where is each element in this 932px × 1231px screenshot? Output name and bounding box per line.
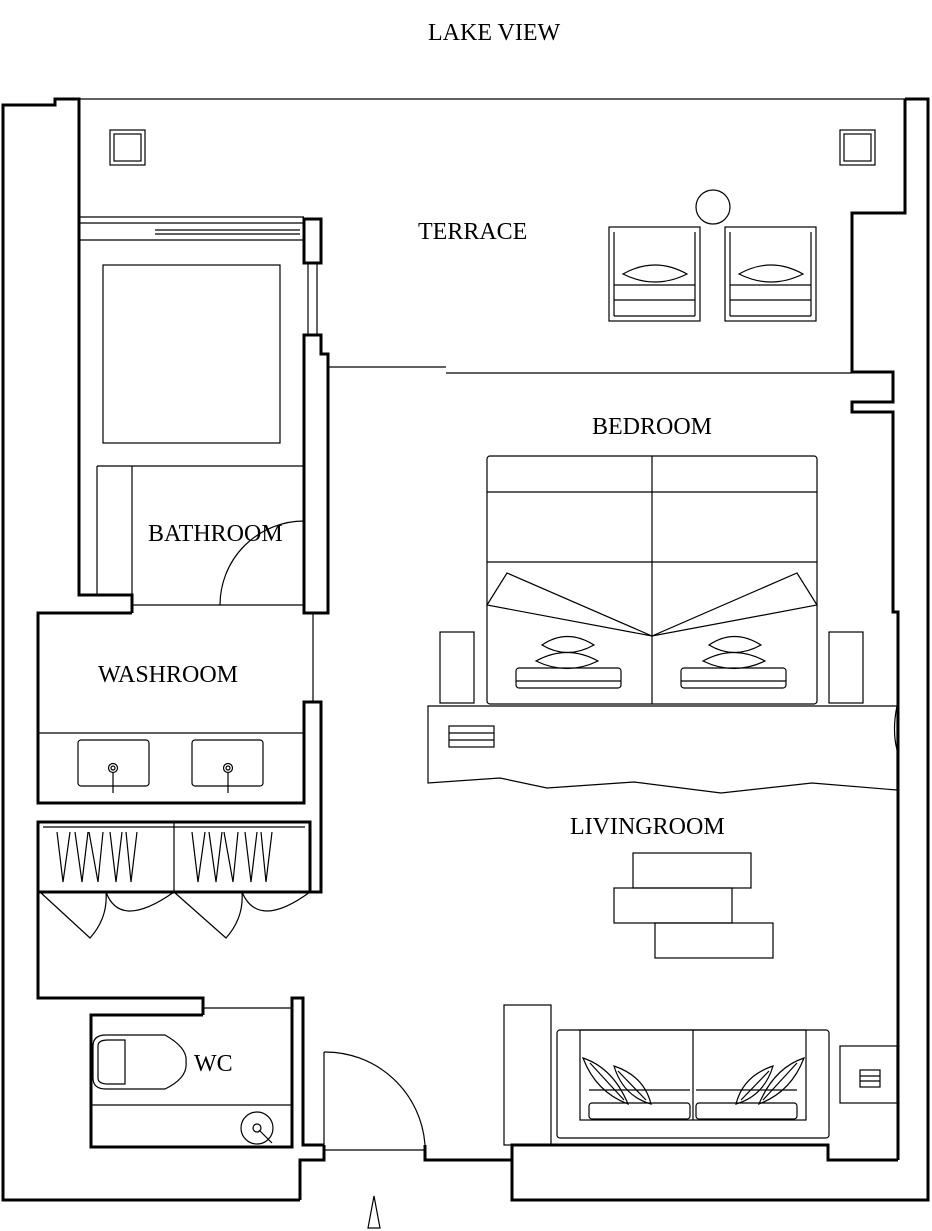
- bathroom-door: [219, 520, 305, 606]
- closet-bottom-wall: [36, 892, 205, 1015]
- washroom-sink-left: [77, 739, 150, 793]
- bedroom-label: BEDROOM: [592, 414, 712, 440]
- wardrobe: [36, 820, 312, 939]
- sofa-side-table: [839, 1045, 898, 1104]
- entry-door: [323, 1051, 426, 1151]
- terrace-lounge-chair-right: [724, 226, 817, 322]
- bathtub: [102, 264, 281, 444]
- bathroom-label: BATHROOM: [148, 521, 283, 547]
- desk-partition: [427, 705, 898, 794]
- terrace-side-table: [695, 189, 731, 225]
- double-bed: [486, 455, 818, 705]
- toilet: [92, 1034, 187, 1090]
- terrace-lounge-chair-left: [608, 226, 701, 322]
- washroom-sink-right: [191, 739, 264, 793]
- terrace-glazing: [328, 366, 852, 374]
- wc-label: WC: [194, 1051, 233, 1077]
- terrace-label: TERRACE: [418, 219, 527, 245]
- wc-floor-drain: [240, 1111, 274, 1145]
- nightstand-right: [828, 631, 864, 704]
- terrace-pillar-right: [839, 129, 876, 166]
- washroom-label: WASHROOM: [98, 662, 238, 688]
- sofa: [556, 1029, 830, 1139]
- tv-cabinet: [503, 1004, 552, 1146]
- terrace-pillar-left: [109, 129, 146, 166]
- washroom-walls: [36, 611, 323, 894]
- nightstand-left: [439, 631, 475, 704]
- outer-walls: [1, 97, 930, 1202]
- entry-arrow: [367, 1195, 381, 1229]
- livingroom-label: LIVINGROOM: [570, 814, 725, 840]
- living-stools: [613, 852, 774, 959]
- lake-view-label: LAKE VIEW: [428, 20, 561, 46]
- bathroom-walls: [79, 216, 330, 615]
- wc-walls: [89, 996, 324, 1149]
